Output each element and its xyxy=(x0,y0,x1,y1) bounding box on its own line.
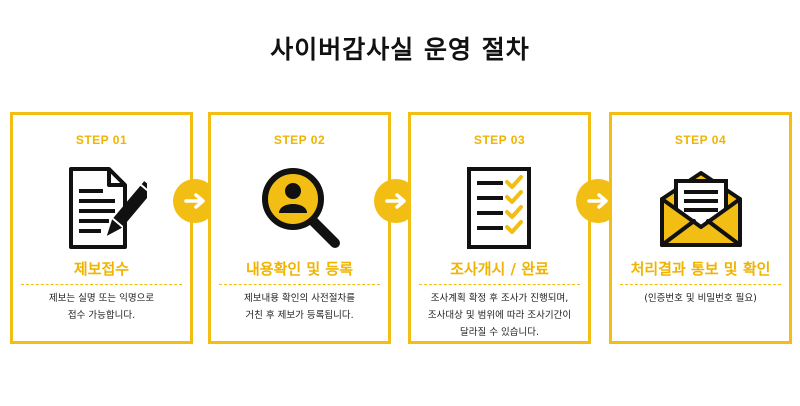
page-title: 사이버감사실 운영 절차 xyxy=(270,35,530,64)
document-pen-icon xyxy=(57,163,147,253)
step-description-line: (인증번호 및 비밀번호 필요) xyxy=(644,293,757,304)
step-card-1: STEP 01 제보접수 제보는 실명 또는 익명으로 접수 가능합니다. xyxy=(10,112,193,344)
step-description-line: 접수 가능합니다. xyxy=(67,310,136,321)
step-description: (인증번호 및 비밀번호 필요) xyxy=(616,290,785,307)
step-label: STEP 02 xyxy=(273,133,326,147)
step-description: 제보내용 확인의 사전절차를 거친 후 제보가 등록됩니다. xyxy=(215,290,384,324)
step-title: 조사개시 / 완료 xyxy=(419,258,580,285)
step-card-2: STEP 02 내용확인 및 등록 제보내용 확인의 사전절차를 거친 후 제보… xyxy=(208,112,391,344)
step-title: 처리결과 통보 및 확인 xyxy=(620,258,781,285)
magnifier-person-icon xyxy=(255,163,345,253)
step-description-line: 조사대상 및 범위에 따라 조사기간이 xyxy=(427,310,572,321)
step-description-line: 거친 후 제보가 등록됩니다. xyxy=(245,310,354,321)
step-label: STEP 03 xyxy=(473,133,526,147)
step-title: 내용확인 및 등록 xyxy=(219,258,380,285)
step-label: STEP 04 xyxy=(674,133,727,147)
step-description-line: 달라질 수 있습니다. xyxy=(460,327,539,338)
step-description-line: 제보내용 확인의 사전절차를 xyxy=(244,293,355,304)
step-description-line: 조사계획 확정 후 조사가 진행되며, xyxy=(430,293,569,304)
step-title: 제보접수 xyxy=(21,258,182,285)
envelope-letter-icon xyxy=(656,163,746,253)
step-description: 제보는 실명 또는 익명으로 접수 가능합니다. xyxy=(17,290,186,324)
step-description: 조사계획 확정 후 조사가 진행되며, 조사대상 및 범위에 따라 조사기간이 … xyxy=(415,290,584,341)
step-label: STEP 01 xyxy=(75,133,128,147)
checklist-icon xyxy=(455,163,545,253)
step-card-4: STEP 04 처리결과 통보 및 확인 (인증번호 및 비밀번호 필요) xyxy=(609,112,792,344)
step-description-line: 제보는 실명 또는 익명으로 xyxy=(48,293,155,304)
step-card-3: STEP 03 조사개시 / 완료 조사계획 확정 후 조사가 진행되며, 조사… xyxy=(408,112,591,344)
